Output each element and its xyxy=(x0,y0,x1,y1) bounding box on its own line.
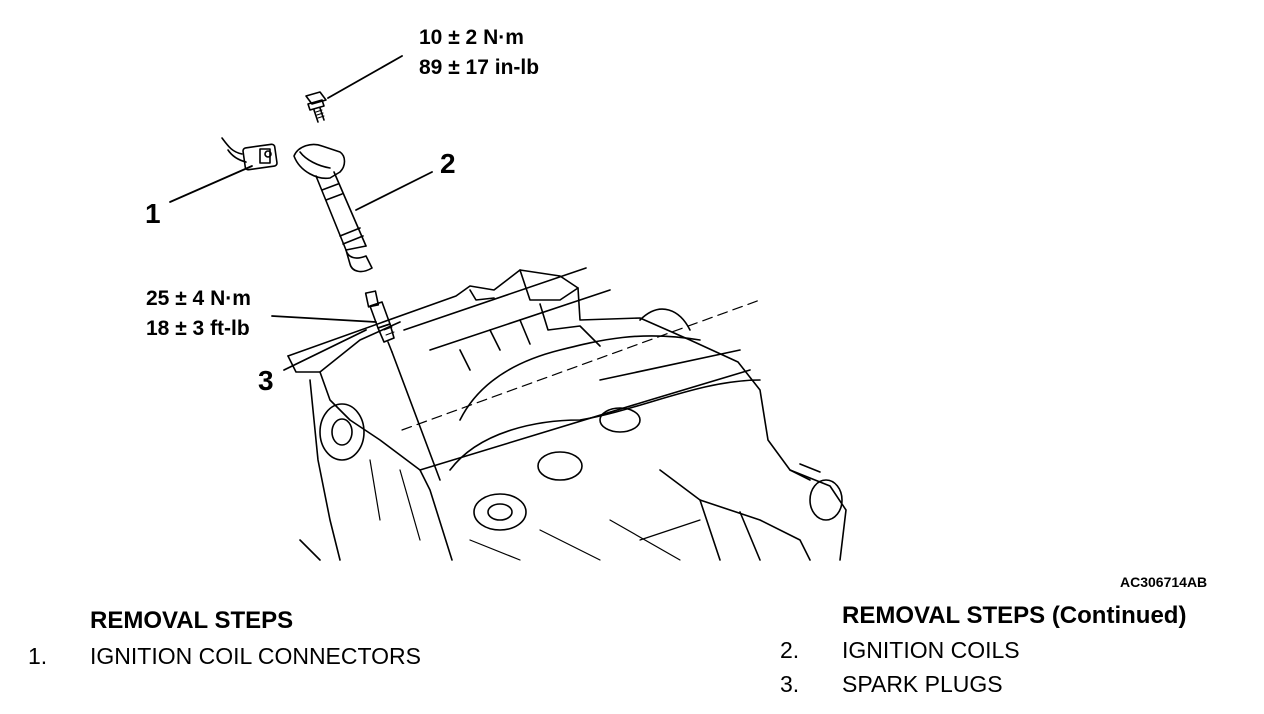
callout-1: 1 xyxy=(145,198,161,229)
spark-plug-torque-ftlb: 18 ± 3 ft-lb xyxy=(146,317,250,340)
removal-steps-continued-title: REMOVAL STEPS (Continued) xyxy=(842,602,1187,629)
step-label-1: IGNITION COIL CONNECTORS xyxy=(90,643,421,669)
step-label-3: SPARK PLUGS xyxy=(842,671,1003,697)
callout-3: 3 xyxy=(258,365,274,396)
step-number-1: 1. xyxy=(28,643,48,669)
coil-connector-illustration xyxy=(221,137,278,171)
ignition-coil-illustration xyxy=(293,143,373,273)
coil-bolt-illustration xyxy=(305,91,327,123)
spark-plug-illustration xyxy=(364,290,395,353)
leader-lines xyxy=(169,55,433,371)
figure-id: AC306714AB xyxy=(1120,574,1208,590)
removal-steps-title: REMOVAL STEPS xyxy=(90,607,294,634)
step-label-2: IGNITION COILS xyxy=(842,637,1020,663)
callout-2: 2 xyxy=(440,148,456,179)
engine-block-illustration xyxy=(287,267,847,561)
spark-plug-torque-nm: 25 ± 4 N·m xyxy=(146,287,251,310)
coil-bolt-torque-nm: 10 ± 2 N·m xyxy=(419,26,524,49)
step-number-2: 2. xyxy=(780,637,800,663)
coil-bolt-torque-inlb: 89 ± 17 in-lb xyxy=(419,56,540,79)
step-number-3: 3. xyxy=(780,671,800,697)
